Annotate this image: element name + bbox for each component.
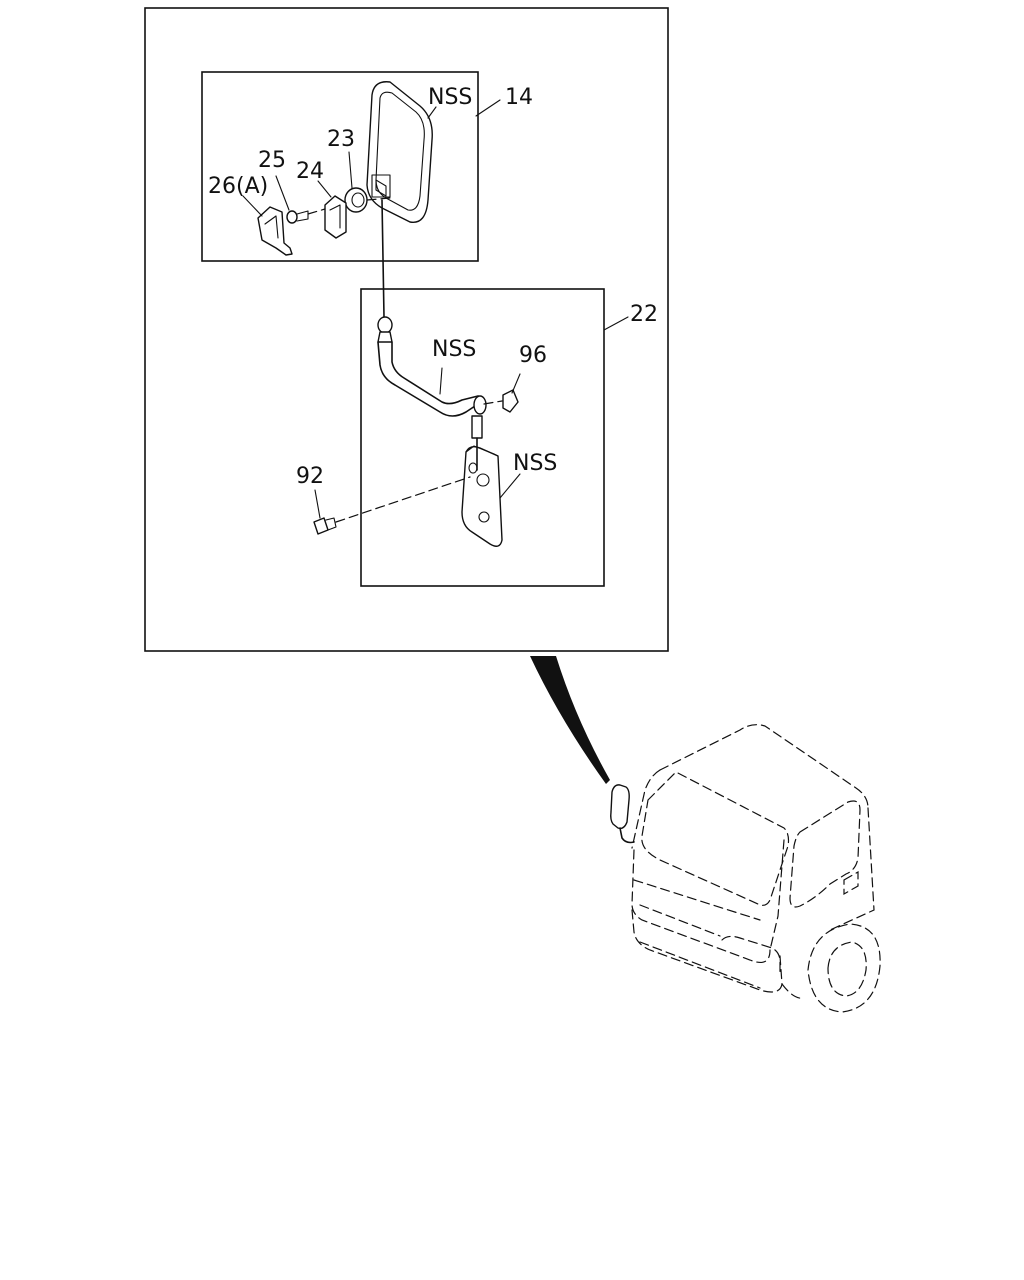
bracket-box xyxy=(360,288,605,587)
mirror-clip xyxy=(324,195,347,239)
label-mirror-head-nss: NSS xyxy=(428,85,472,110)
label-bolt: 92 xyxy=(296,464,324,489)
leader-lines xyxy=(242,99,629,519)
detail-frame xyxy=(144,7,669,652)
cap xyxy=(483,389,519,413)
mirror-head xyxy=(366,81,433,224)
label-cover: 26(A) xyxy=(208,174,268,199)
cover xyxy=(257,206,293,256)
label-bracket-assembly: 22 xyxy=(630,302,658,327)
head-link-line xyxy=(381,199,385,318)
label-mirror-clip: 24 xyxy=(296,159,324,184)
label-arm-nss: NSS xyxy=(432,337,476,362)
bolt xyxy=(313,476,471,535)
label-mirror-pad: 23 xyxy=(327,127,355,152)
label-screw: 25 xyxy=(258,148,286,173)
base-bracket xyxy=(461,437,503,547)
label-mirror-head: 14 xyxy=(505,85,533,110)
mirror-head-box xyxy=(201,71,479,262)
label-base-nss: NSS xyxy=(513,451,557,476)
screw xyxy=(286,208,326,224)
mirror-arm xyxy=(377,341,487,439)
label-cap: 96 xyxy=(519,343,547,368)
ball-joint xyxy=(377,316,393,343)
truck-side-mirror xyxy=(610,784,635,844)
truck-cab xyxy=(631,724,881,1013)
pad-leader xyxy=(366,197,391,201)
callout-pointer xyxy=(530,656,610,784)
mirror-pad xyxy=(344,187,368,213)
